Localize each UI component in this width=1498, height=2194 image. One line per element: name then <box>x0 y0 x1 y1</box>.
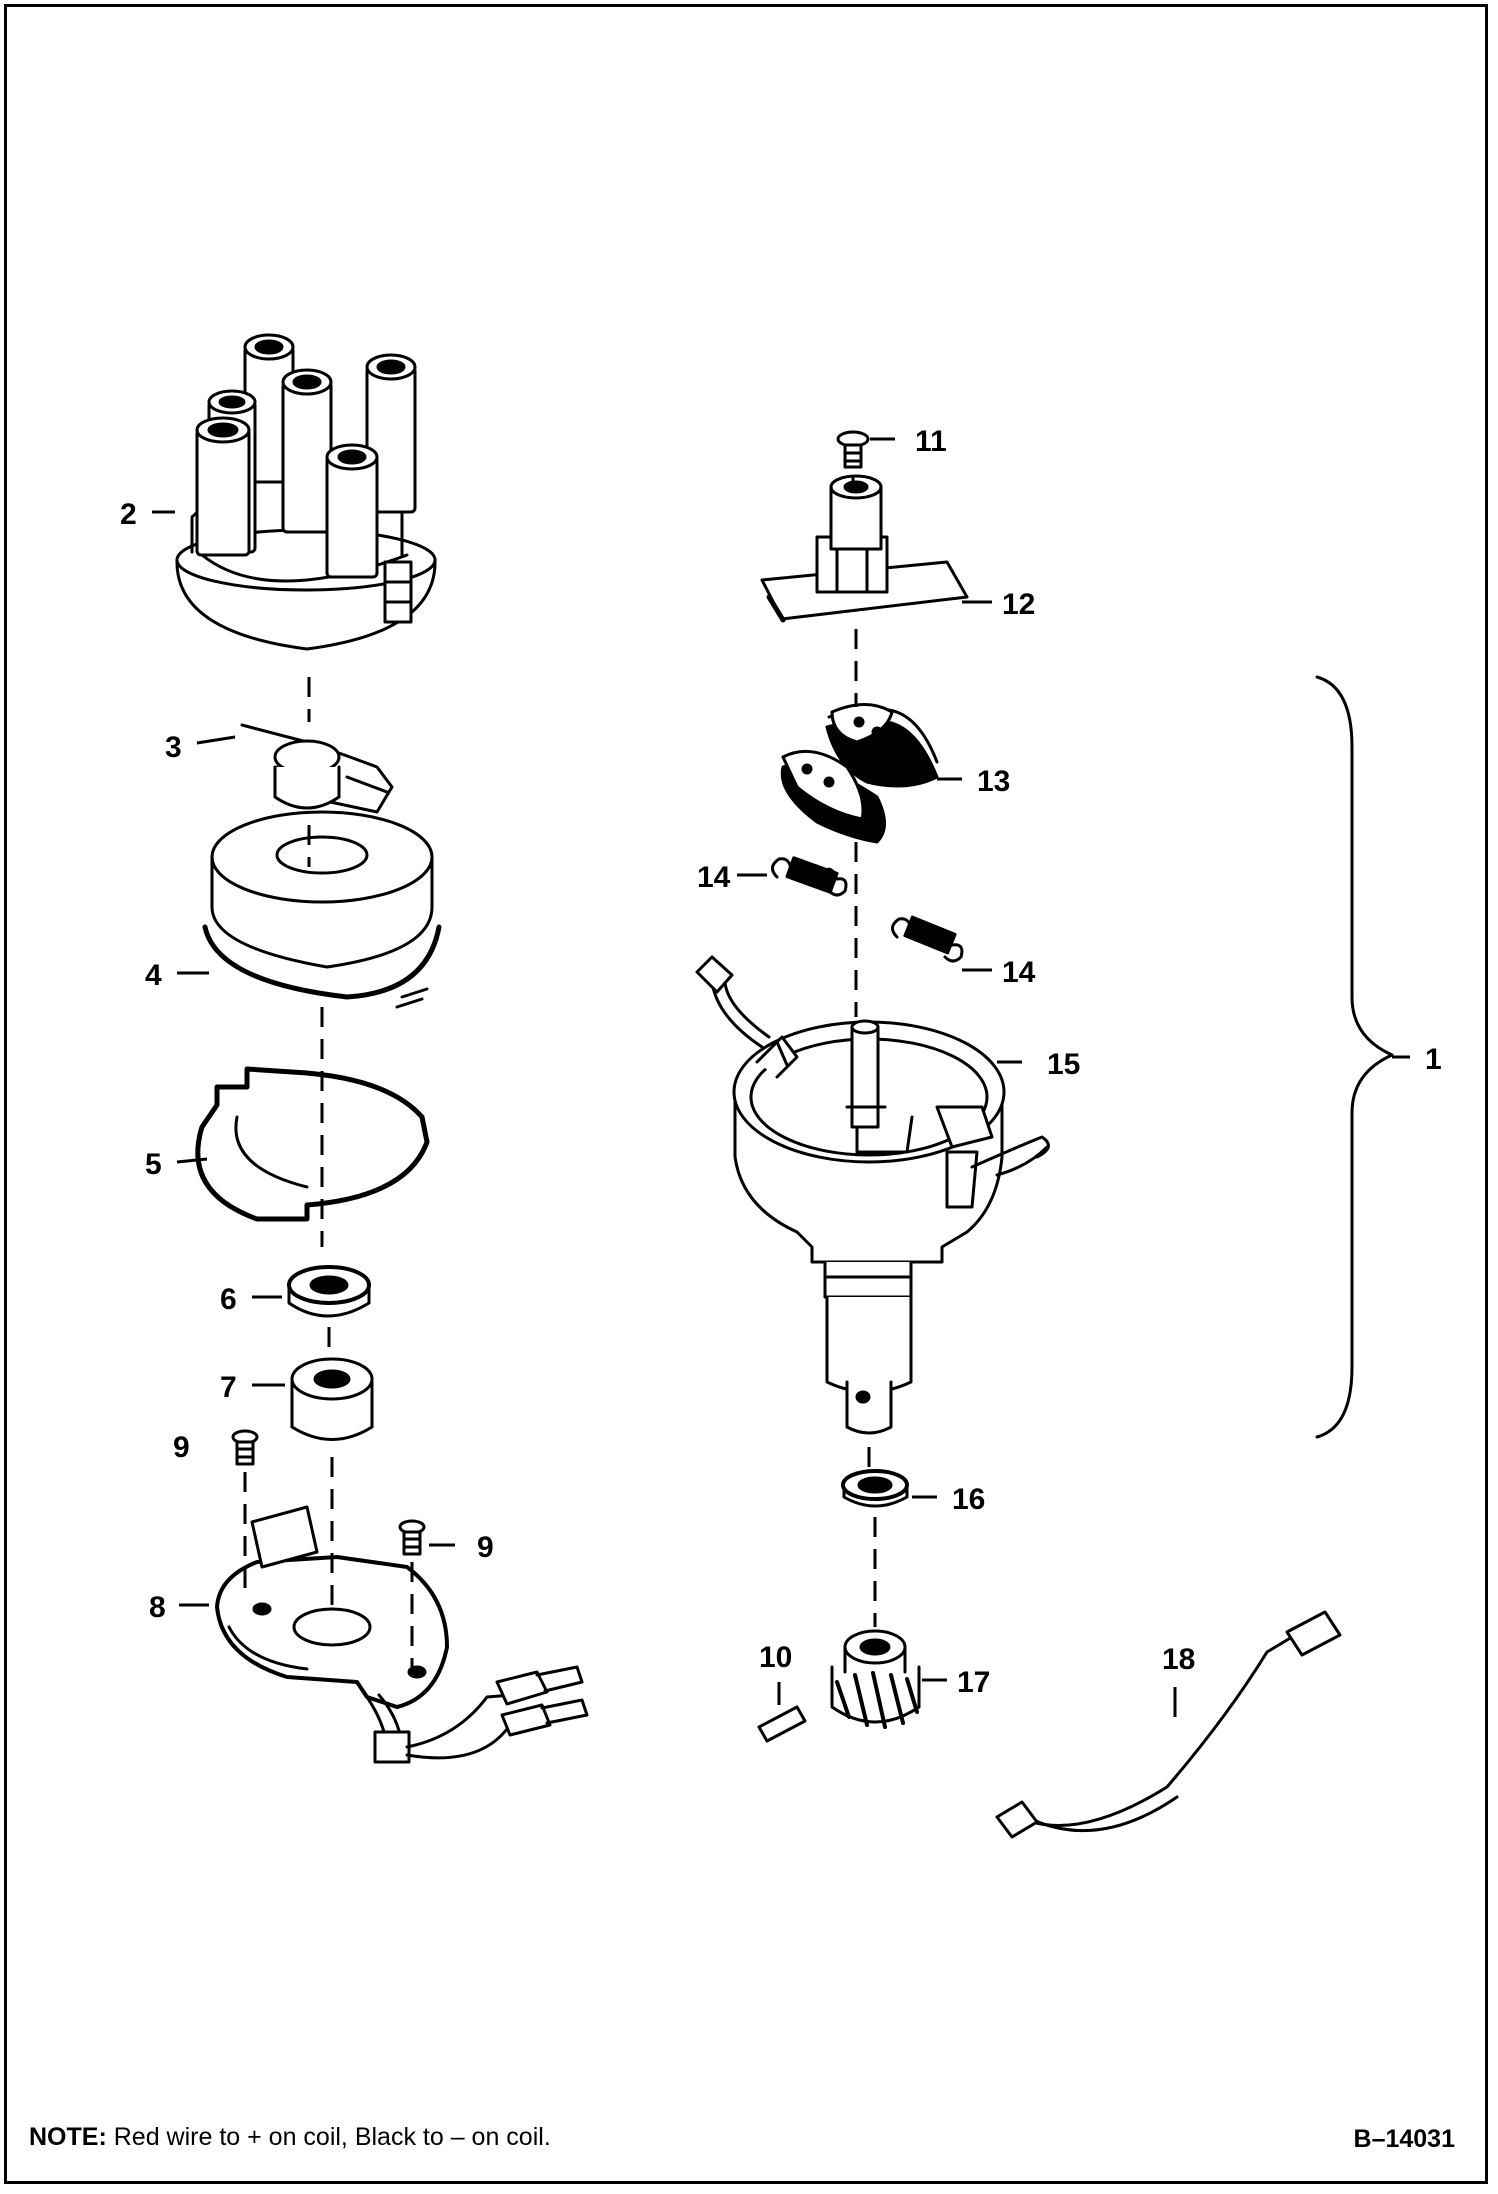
spring-right <box>891 915 964 963</box>
exploded-view-diagram: 1 2 3 4 5 6 7 8 9 9 10 11 12 13 14 14 15… <box>120 333 1442 1839</box>
callout-10: 10 <box>759 1641 792 1674</box>
rotor-cover <box>202 810 442 1009</box>
callout-1: 1 <box>1425 1043 1442 1076</box>
roll-pin <box>757 1705 807 1743</box>
distributor-housing <box>695 955 1050 1435</box>
callout-12: 12 <box>1002 588 1035 621</box>
cam-assembly <box>760 474 969 623</box>
callout-5: 5 <box>145 1148 162 1181</box>
callout-11: 11 <box>915 425 947 458</box>
note-text: Red wire to + on coil, Black to – on coi… <box>113 2123 551 2151</box>
callout-9-left: 9 <box>173 1431 190 1464</box>
advance-weights <box>780 703 939 844</box>
screw-right <box>398 1519 426 1556</box>
leader-lines <box>152 437 1410 1717</box>
top-screw <box>836 430 870 469</box>
jumper-wire <box>995 1610 1342 1839</box>
distributor-cap <box>175 333 437 651</box>
callout-8: 8 <box>149 1591 166 1624</box>
callout-17: 17 <box>957 1666 990 1699</box>
rotor <box>240 723 394 814</box>
callout-3: 3 <box>165 731 182 764</box>
callout-14-right: 14 <box>1002 956 1036 989</box>
callout-4: 4 <box>145 959 162 992</box>
screw-left <box>231 1429 259 1466</box>
callout-labels: 1 2 3 4 5 6 7 8 9 9 10 11 12 13 14 14 15… <box>120 425 1442 1699</box>
callout-7: 7 <box>220 1371 237 1404</box>
callout-2: 2 <box>120 498 137 531</box>
callout-6: 6 <box>220 1283 237 1316</box>
diagram-frame: 1 2 3 4 5 6 7 8 9 9 10 11 12 13 14 14 15… <box>4 4 1488 2184</box>
callout-16: 16 <box>952 1483 985 1516</box>
seal <box>287 1265 371 1318</box>
note-prefix: NOTE: <box>29 2123 107 2151</box>
drawing-number: B–14031 <box>1353 2125 1455 2153</box>
callout-13: 13 <box>977 765 1010 798</box>
breaker-plate <box>215 1505 589 1764</box>
callout-18: 18 <box>1162 1643 1195 1676</box>
assembly-bracket <box>1315 675 1394 1439</box>
callout-9-right: 9 <box>477 1531 494 1564</box>
alignment-lines <box>243 475 877 1667</box>
bushing <box>290 1357 374 1441</box>
spring-left <box>771 856 848 897</box>
callout-15: 15 <box>1047 1048 1080 1081</box>
wiring-note: NOTE: Red wire to + on coil, Black to – … <box>29 2123 551 2152</box>
washer <box>841 1469 909 1508</box>
callout-14-left: 14 <box>697 861 731 894</box>
retaining-ring <box>195 1066 430 1222</box>
drive-gear <box>830 1629 921 1729</box>
